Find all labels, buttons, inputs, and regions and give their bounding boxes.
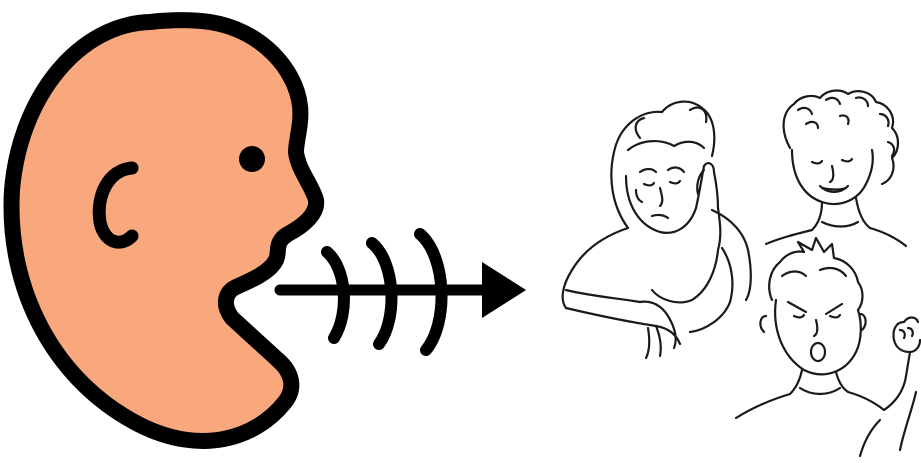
audience-group-icon <box>563 91 920 456</box>
speaking-head-icon <box>12 20 317 441</box>
shouting-boy-figure <box>736 238 920 456</box>
arrow-head <box>482 262 526 318</box>
speaker-head-shape <box>12 20 317 441</box>
speaker-eye <box>239 146 265 172</box>
smiling-curly-hair-figure <box>766 91 906 246</box>
bored-woman-figure <box>563 102 751 358</box>
arrow-right-icon <box>280 262 526 318</box>
